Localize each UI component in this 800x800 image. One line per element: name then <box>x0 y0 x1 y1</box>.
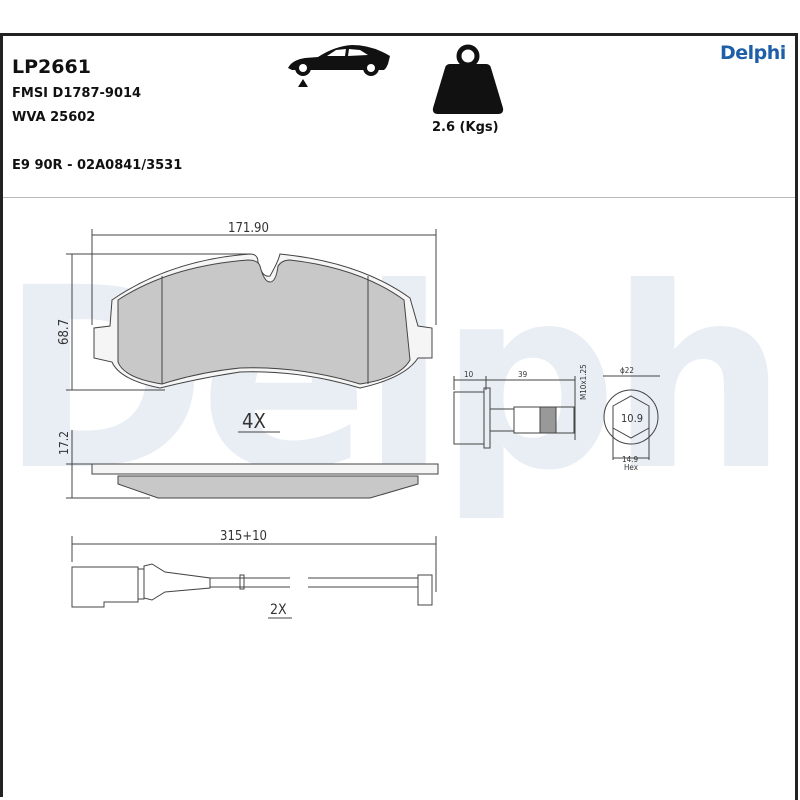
wear-sensor-drawing <box>71 536 437 608</box>
bolt-hex-dim: 14.9 <box>622 455 638 464</box>
pad-height-dim: 68.7 <box>57 319 72 345</box>
brake-pad-front-view <box>66 229 437 391</box>
bolt-end-view <box>603 375 660 460</box>
bolt-drawing <box>453 376 576 449</box>
fmsi-code: FMSI D1787-9014 <box>12 86 142 101</box>
part-number: LP2661 <box>12 56 91 78</box>
weight-value: 2.6 (Kgs) <box>432 120 499 135</box>
brand-logo: Delphi <box>720 42 786 64</box>
car-front-axle-icon <box>288 45 390 87</box>
ece-approval: E9 90R - 02A0841/3531 <box>12 158 183 173</box>
header-separator <box>3 197 795 198</box>
wva-code: WVA 25602 <box>12 110 96 125</box>
sensor-length-dim: 315+10 <box>220 529 267 544</box>
weight-icon <box>432 44 504 114</box>
bolt-flange-dim: ϕ22 <box>620 366 634 375</box>
bolt-hex-label: Hex <box>624 463 639 472</box>
bolt-head-dim: 10 <box>464 370 474 379</box>
frame-border-right <box>795 33 798 800</box>
pad-quantity: 4X <box>242 409 266 433</box>
pad-width-dim: 171.90 <box>228 221 269 236</box>
sensor-quantity: 2X <box>270 602 287 618</box>
bolt-length-dim: 39 <box>518 370 528 379</box>
drawing-frame <box>0 33 797 797</box>
pad-thickness-dim: 17.2 <box>57 431 71 455</box>
bolt-thread-dim: M10x1.25 <box>579 364 588 400</box>
bolt-grade: 10.9 <box>621 412 643 425</box>
brake-pad-side-view <box>66 430 439 499</box>
